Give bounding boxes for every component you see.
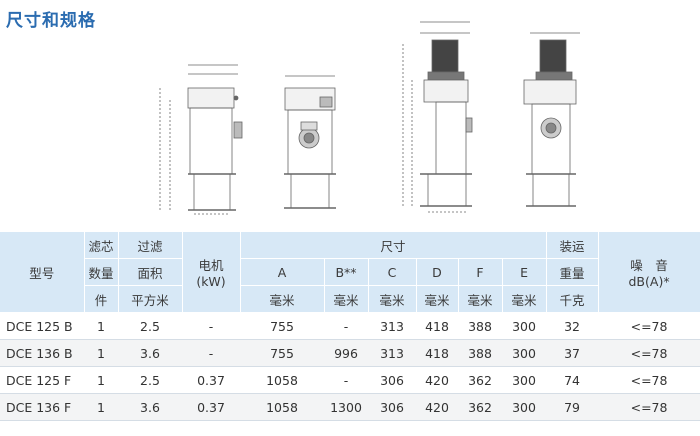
drawing-f-front: [523, 32, 580, 207]
header-row-2: 数量 面积 A B** C D F E 重量: [0, 258, 700, 286]
header-motor: 电机(kW): [182, 232, 241, 313]
header-area: 过滤: [118, 232, 183, 259]
header-a: A: [240, 258, 325, 286]
drawing-f-side: [402, 21, 473, 213]
page-title: 尺寸和规格: [6, 11, 96, 31]
drawing-b-front: [284, 75, 336, 209]
header-dimensions: 尺寸: [240, 232, 547, 259]
header-c: C: [368, 258, 417, 286]
table-row: DCE 125 B 1 2.5 - 755 - 313 418 388 300 …: [0, 312, 700, 340]
header-b: B**: [324, 258, 369, 286]
header-row-3: 件 平方米 毫米 毫米 毫米 毫米 毫米 毫米 千克: [0, 285, 700, 313]
header-d: D: [416, 258, 459, 286]
table-row: DCE 125 F 1 2.5 0.37 1058 - 306 420 362 …: [0, 366, 700, 394]
header-elements: 滤芯: [84, 232, 119, 259]
table-row: DCE 136 F 1 3.6 0.37 1058 1300 306 420 3…: [0, 393, 700, 421]
header-e: E: [502, 258, 547, 286]
header-f: F: [458, 258, 503, 286]
header-shipping: 装运: [546, 232, 599, 259]
header-model: 型号: [0, 232, 85, 313]
drawing-b-side: [159, 64, 243, 215]
table-row: DCE 136 B 1 3.6 - 755 996 313 418 388 30…: [0, 339, 700, 367]
dimension-drawings: [159, 21, 580, 215]
